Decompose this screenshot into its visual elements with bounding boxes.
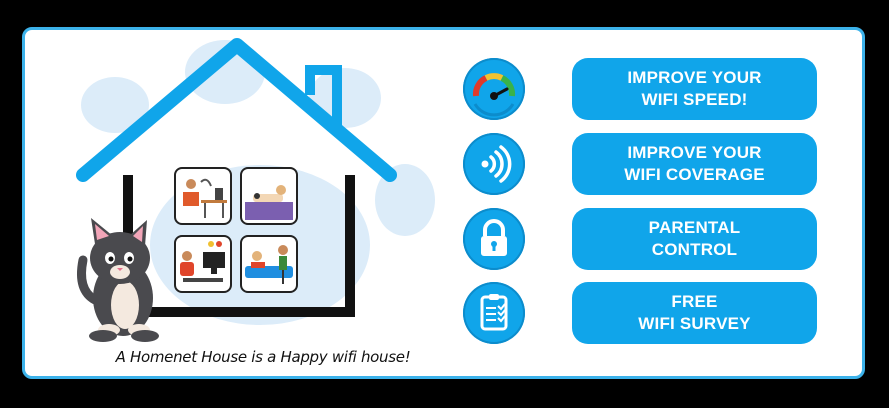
improve-wifi-coverage-button[interactable]: IMPROVE YOUR WIFI COVERAGE xyxy=(572,133,817,195)
room-person-gaming xyxy=(174,235,232,293)
padlock-icon xyxy=(463,208,525,270)
room-people-on-sofa xyxy=(240,235,298,293)
button-line-1: IMPROVE YOUR xyxy=(627,143,762,162)
house-roof xyxy=(76,38,397,182)
speedometer-icon xyxy=(463,58,525,120)
improve-wifi-speed-button[interactable]: IMPROVE YOUR WIFI SPEED! xyxy=(572,58,817,120)
button-line-2: WIFI COVERAGE xyxy=(624,165,765,184)
wifi-signal-icon xyxy=(463,133,525,195)
house-illustration xyxy=(76,38,435,342)
cat-mascot xyxy=(77,218,159,342)
chimney xyxy=(305,65,342,125)
button-line-1: IMPROVE YOUR xyxy=(627,68,762,87)
button-line-2: WIFI SPEED! xyxy=(641,90,748,109)
room-person-on-bed xyxy=(240,167,298,225)
clipboard-checklist-icon xyxy=(463,282,525,344)
banner-card: A Homenet House is a Happy wifi house! xyxy=(22,27,865,379)
button-line-2: WIFI SURVEY xyxy=(638,314,751,333)
button-line-2: CONTROL xyxy=(651,240,738,259)
button-line-1: FREE xyxy=(671,292,718,311)
button-line-1: PARENTAL xyxy=(648,218,741,237)
tagline: A Homenet House is a Happy wifi house! xyxy=(115,348,411,366)
free-wifi-survey-button[interactable]: FREE WIFI SURVEY xyxy=(572,282,817,344)
room-person-at-desk xyxy=(174,167,232,225)
parental-control-button[interactable]: PARENTAL CONTROL xyxy=(572,208,817,270)
